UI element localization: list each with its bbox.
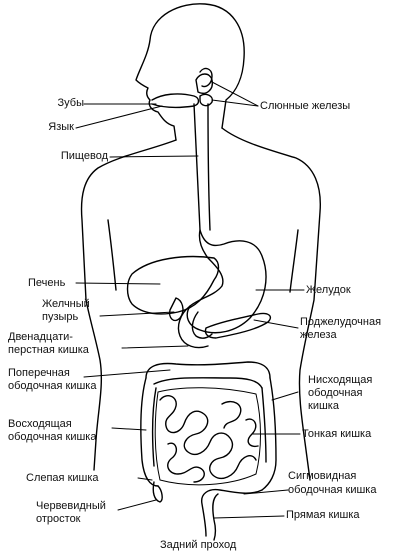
transverse-colon-outline <box>145 361 271 389</box>
esophagus-leader <box>109 155 199 158</box>
esophagus-tube <box>193 103 211 231</box>
label-appendix-1: Червевидный <box>36 500 106 512</box>
descending-colon-outline <box>261 377 277 491</box>
appendix-leader <box>117 499 157 511</box>
arm-line-right <box>289 229 299 293</box>
cecum-leader <box>137 477 153 481</box>
label-descending-colon-2: ободочная <box>308 387 363 399</box>
label-pancreas-1: Поджелудочная <box>300 316 382 328</box>
label-sigmoid-colon-1: Сигмовидная <box>288 470 357 482</box>
label-transverse-colon-1: Поперечная <box>8 367 70 379</box>
label-appendix-2: отросток <box>36 513 81 525</box>
appendix-outline <box>152 481 163 503</box>
label-ascending-colon-2: ободочная кишка <box>8 431 97 443</box>
small-intestine-outline <box>154 387 261 486</box>
left-shoulder-outline <box>80 139 177 471</box>
label-descending-colon-3: кишка <box>308 400 339 412</box>
label-ascending-colon-1: Восходящая <box>8 418 72 430</box>
liver-outline <box>126 255 220 315</box>
stomach-outline <box>186 229 267 334</box>
label-pancreas-2: железа <box>300 329 337 341</box>
label-esophagus: Пищевод <box>60 150 108 162</box>
label-gallbladder-2: пузырь <box>42 311 79 323</box>
right-shoulder-outline <box>221 127 321 481</box>
label-duodenum-1: Двенадцати- <box>8 331 73 343</box>
liver-leader <box>75 282 161 285</box>
label-anus: Задний проход <box>160 539 237 551</box>
label-tongue: Язык <box>48 121 74 133</box>
label-descending-colon-1: Нисходящая <box>308 374 373 386</box>
descending-leader <box>271 391 299 401</box>
arm-line-left <box>107 219 117 291</box>
label-transverse-colon-2: ободочная кишка <box>8 380 97 392</box>
ear-outline <box>199 67 213 88</box>
label-duodenum-2: перстная кишка <box>8 344 89 356</box>
salivary-gland-lower <box>199 93 213 107</box>
pancreas-outline <box>204 312 272 339</box>
sigmoid-colon-outline <box>201 488 263 541</box>
duodenum-outline <box>177 305 213 349</box>
sigmoid-leader <box>243 489 289 495</box>
label-salivary-glands: Слюнные железы <box>260 100 351 112</box>
head-outline <box>135 3 245 141</box>
ascending-leader <box>111 427 147 431</box>
tongue-shape <box>151 93 200 109</box>
duodenum-leader <box>121 345 189 349</box>
salivary-gland-upper <box>195 73 213 94</box>
salivary-leader-1 <box>211 81 259 107</box>
ascending-colon-outline <box>140 377 159 487</box>
label-cecum: Слепая кишка <box>26 472 99 484</box>
label-gallbladder-1: Желчный <box>42 298 90 310</box>
small-intestine-coils <box>159 395 257 480</box>
small-intestine-coils-2 <box>167 400 259 483</box>
label-stomach: Желудок <box>306 284 351 296</box>
pancreas-leader <box>253 319 299 329</box>
label-liver: Печень <box>28 277 66 289</box>
salivary-leader-2 <box>211 99 259 107</box>
label-teeth: Зубы <box>57 97 84 109</box>
label-sigmoid-colon-2: ободочная кишка <box>288 484 377 496</box>
gallbladder-leader <box>99 311 175 317</box>
label-small-intestine: Тонкая кишка <box>302 428 372 440</box>
rectum-leader <box>213 515 285 519</box>
transverse-leader <box>83 369 171 378</box>
tongue-leader <box>75 105 163 129</box>
label-rectum: Прямая кишка <box>286 509 360 521</box>
